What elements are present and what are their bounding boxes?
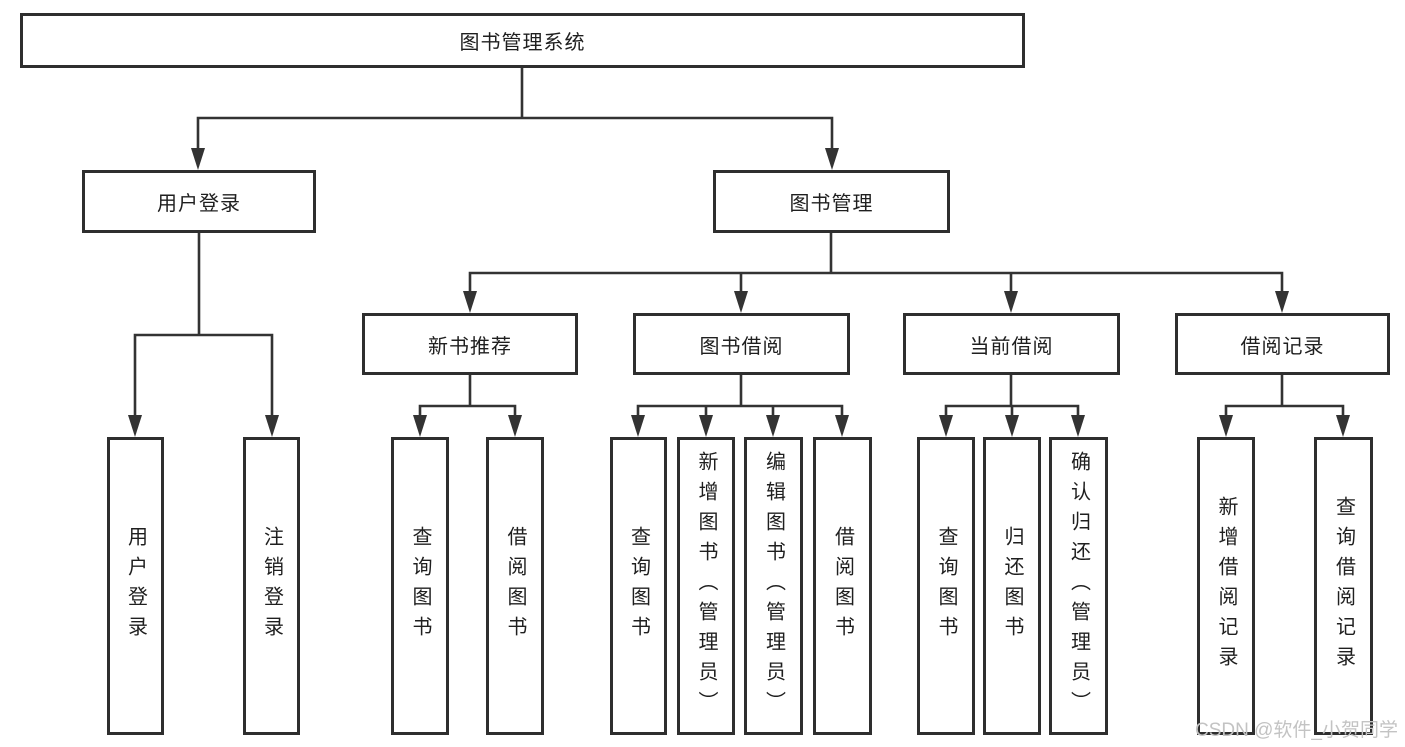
leaf-br-add-record: 新增借阅记录 <box>1197 437 1255 735</box>
arrow-down-icon <box>265 415 279 437</box>
leaf-label: 查询借阅记录 <box>1332 496 1355 676</box>
connector-current-borrowing-group <box>944 373 1080 419</box>
arrow-down-icon <box>508 415 522 437</box>
leaf-bb-borrow-books: 借阅图书 <box>813 437 872 735</box>
arrow-down-icon <box>1219 415 1233 437</box>
leaf-logout-login: 注销登录 <box>243 437 300 735</box>
leaf-br-query-record: 查询借阅记录 <box>1314 437 1373 735</box>
node-current-borrowing: 当前借阅 <box>903 313 1120 375</box>
connector-root-to-level2 <box>196 66 834 152</box>
leaf-bb-query-books: 查询图书 <box>610 437 667 735</box>
connector-book-borrowing-group <box>636 373 844 419</box>
node-borrowing-records: 借阅记录 <box>1175 313 1390 375</box>
arrow-down-icon <box>766 415 780 437</box>
connector-user-login-group <box>133 231 274 419</box>
connector-book-management-group <box>468 231 1284 295</box>
leaf-label: 新增图书（管理员） <box>695 451 717 721</box>
leaf-label: 借阅图书 <box>831 526 854 646</box>
leaf-label: 确认归还（管理员） <box>1067 451 1090 721</box>
arrowhead-icons <box>128 148 1350 437</box>
node-label: 图书管理系统 <box>459 32 586 54</box>
leaf-label: 查询图书 <box>627 526 650 646</box>
leaf-user-login: 用户登录 <box>107 437 164 735</box>
arrow-down-icon <box>699 415 713 437</box>
leaf-nbr-query-books: 查询图书 <box>391 437 449 735</box>
leaf-label: 归还图书 <box>1001 526 1023 646</box>
leaf-label: 用户登录 <box>124 526 147 646</box>
node-book-borrowing: 图书借阅 <box>633 313 850 375</box>
leaf-label: 借阅图书 <box>504 526 526 646</box>
leaf-label: 注销登录 <box>260 526 283 646</box>
leaf-cb-query-books: 查询图书 <box>917 437 975 735</box>
node-root-system: 图书管理系统 <box>20 13 1025 68</box>
leaf-label: 编辑图书（管理员） <box>762 451 785 721</box>
arrow-down-icon <box>1071 415 1085 437</box>
arrow-down-icon <box>1004 291 1018 313</box>
arrow-down-icon <box>835 415 849 437</box>
node-user-login: 用户登录 <box>82 170 316 233</box>
arrow-down-icon <box>413 415 427 437</box>
node-label: 图书管理 <box>789 193 874 215</box>
leaf-cb-return-books: 归还图书 <box>983 437 1041 735</box>
leaf-label: 查询图书 <box>409 526 431 646</box>
arrow-down-icon <box>825 148 839 170</box>
leaf-bb-edit-books: 编辑图书（管理员） <box>744 437 803 735</box>
node-label: 借阅记录 <box>1240 335 1325 358</box>
connector-borrowing-records-group <box>1224 373 1345 419</box>
leaf-nbr-borrow-books: 借阅图书 <box>486 437 544 735</box>
node-label: 图书借阅 <box>699 335 784 358</box>
arrow-down-icon <box>734 291 748 313</box>
arrow-down-icon <box>1275 291 1289 313</box>
leaf-bb-add-books: 新增图书（管理员） <box>677 437 735 735</box>
arrow-down-icon <box>128 415 142 437</box>
leaf-cb-confirm-return: 确认归还（管理员） <box>1049 437 1108 735</box>
node-label: 用户登录 <box>157 193 241 215</box>
node-label: 新书推荐 <box>428 335 512 358</box>
csdn-watermark: CSDN @软件_小贺同学 <box>1195 720 1398 741</box>
leaf-label: 新增借阅记录 <box>1215 496 1237 676</box>
arrow-down-icon <box>1336 415 1350 437</box>
node-new-book-recommend: 新书推荐 <box>362 313 578 375</box>
arrow-down-icon <box>191 148 205 170</box>
leaf-label: 查询图书 <box>935 526 957 646</box>
arrow-down-icon <box>1005 415 1019 437</box>
arrow-down-icon <box>631 415 645 437</box>
arrow-down-icon <box>939 415 953 437</box>
node-label: 当前借阅 <box>969 335 1054 358</box>
arrow-down-icon <box>463 291 477 313</box>
node-book-management: 图书管理 <box>713 170 950 233</box>
connector-new-book-recommend-group <box>418 373 517 419</box>
